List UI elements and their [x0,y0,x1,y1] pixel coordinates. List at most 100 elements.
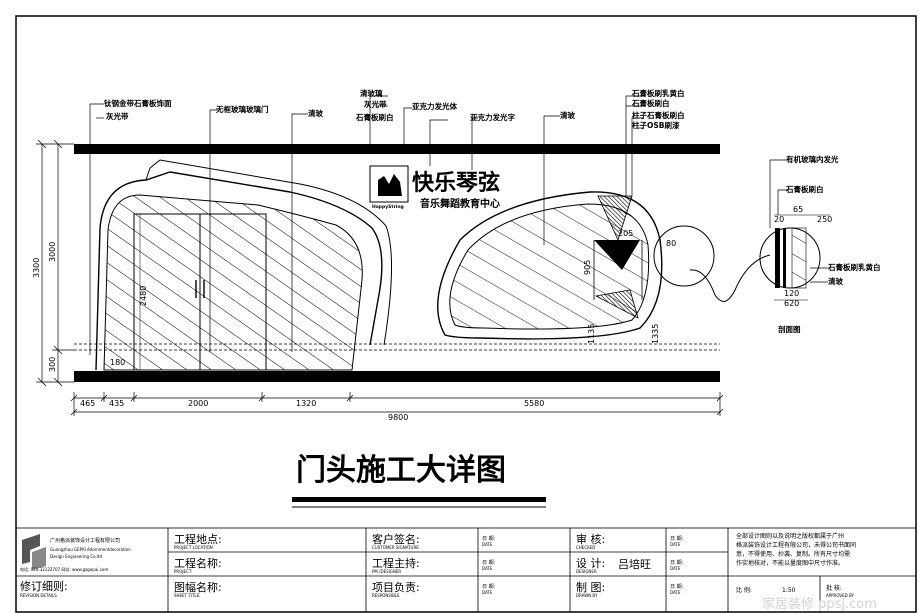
designer-name: 吕培旺 [618,557,651,571]
copyright-note-1: 全部设计图则以及说明之版权都属于广州 [736,532,844,540]
drawn-by-label-en: DRAWN BY [576,593,598,598]
date-label-5-en: DATE [670,566,681,571]
callout-18: 清玻 [828,276,843,286]
location-label: 工程地点: [174,533,222,546]
bottom-base-band [74,371,720,382]
dim-1335: 1335 [651,324,660,344]
revision-label-en: REVISION DETAILS [20,593,57,598]
sheet-title-label: 图幅名称: [174,580,222,594]
callout-10: 清玻 [560,110,575,120]
top-fascia-band [74,144,720,154]
sign-logo-box [369,165,409,203]
drawing-title: 门头施工大详图 [296,453,506,488]
project-name-label-en: PROJECT: [174,569,192,574]
designer-label-en: DESIGNER [576,569,597,574]
date-label-4-en: DATE [670,542,681,547]
company-name-cn: 广州格派装饰设计工程有限公司 [50,537,120,544]
sheet-title-label-en: SHEET TITLE: [174,593,201,598]
callout-5: 清玻璃 [360,88,383,98]
company-contact: 电话: 020-32122707 网站: www.gzgepai.com [20,566,108,572]
date-label-3: 日 期: [482,584,496,590]
callout-8: 亚克力发光体 [412,101,457,111]
copyright-note-3: 意，不得使用、抄袭、复制。所有尺寸均需 [736,550,850,558]
glass-door-area [103,194,363,371]
dim-80: 80 [666,239,676,248]
date-label-4: 日 期: [670,536,684,542]
triangle-mid [594,240,640,270]
review-label-en: CHECKED [576,545,595,550]
company-name-en1: Guangzhou GEPAI Adornmentdecoration [50,547,131,552]
company-name-en2: Design Engineering Co.ltd [50,554,102,559]
dim-5580: 5580 [524,399,544,408]
section-band-2 [783,228,786,288]
host-label: 工程主持: [372,556,420,570]
callout-1: 钛钢金带石膏板饰面 [104,98,172,108]
scale-value: 1:50 [782,587,796,594]
dim-2000: 2000 [188,399,208,408]
callout-16: 石膏板刷白 [785,184,824,194]
triangle-bottom [594,289,639,319]
detail-callout-circle [653,225,715,287]
callout-11: 石膏板刷乳黄白 [631,88,685,98]
review-label: 审 核: [576,532,605,546]
copyright-note-4: 作实地核对，不能以量度图中尺寸作准。 [736,559,844,567]
date-label-5: 日 期: [670,560,684,566]
sign-english: HappyString [372,204,404,210]
date-label-6-en: DATE [670,590,681,595]
title-block-grid [15,527,917,613]
location-label-en: PROJECT LOCATION [174,545,213,550]
arch-light-band-outer [95,171,383,371]
dim-465: 465 [80,399,95,408]
dim-1320: 1320 [296,399,316,408]
triangle-top [597,195,633,242]
dim-1135: 1135 [587,324,596,344]
bottom-dimension-lines [70,392,724,416]
sign-brand: 快乐琴弦 [412,170,500,196]
callout-15: 有机玻璃内发光 [786,154,839,164]
dim-120: 120 [784,289,799,298]
callout-7: 石膏板刷白 [355,112,394,122]
sign-logo-icon [378,174,402,196]
approve-label: 批 核: [826,584,842,592]
dim-20: 20 [774,215,784,224]
date-label-2: 日 期: [482,560,496,566]
dim-300: 300 [48,357,57,372]
approve-label-en: APPROVED BY [826,593,855,598]
date-label-6: 日 期: [670,584,684,590]
drawn-by-label: 制 图: [576,581,605,594]
callout-12: 石膏板刷白 [631,98,670,108]
callout-9: 亚克力发光字 [470,112,515,122]
title-underline-thick [292,497,546,502]
oval-outer [437,191,663,340]
dim-2480: 2480 [139,286,148,306]
dim-3000: 3000 [48,242,57,262]
scale-label: 比 例: [736,586,752,594]
callout-2: 灰光带 [106,111,129,121]
date-label-2-en: DATE [482,566,493,571]
designer-label: 设 计: [576,557,605,570]
host-label-en: PM./DESIGNER [372,569,401,574]
dim-620: 620 [784,299,799,308]
customer-label-en: CUSTOMER SIGNATURE [372,545,419,550]
dim-250: 250 [817,215,832,224]
dim-65: 65 [793,205,803,214]
section-band-3 [791,227,807,289]
dim-905: 905 [583,260,592,275]
section-label: 剖面图 [778,324,801,334]
watermark: 家居装修 ppsj.com [762,596,877,612]
callout-14: 柱子OSB刷漆 [632,120,680,130]
responsible-label: 项目负责: [372,580,420,594]
section-band-1 [775,228,780,288]
dim-205: 205 [618,229,633,238]
customer-label: 客户签名: [372,532,420,546]
callout-17: 石膏板刷乳黄白 [827,262,881,272]
date-label-1-en: DATE [482,542,493,547]
dim-180: 180 [110,358,125,367]
callout-13: 柱子石膏板刷白 [632,110,685,120]
project-name-label: 工程名称: [174,556,222,570]
copyright-note-2: 格派装饰设计工程有限公司，未得公司书面同 [736,541,856,549]
dim-9800: 9800 [388,413,408,422]
callout-6: 灰光带 [364,99,387,109]
dim-3300: 3300 [32,258,41,278]
